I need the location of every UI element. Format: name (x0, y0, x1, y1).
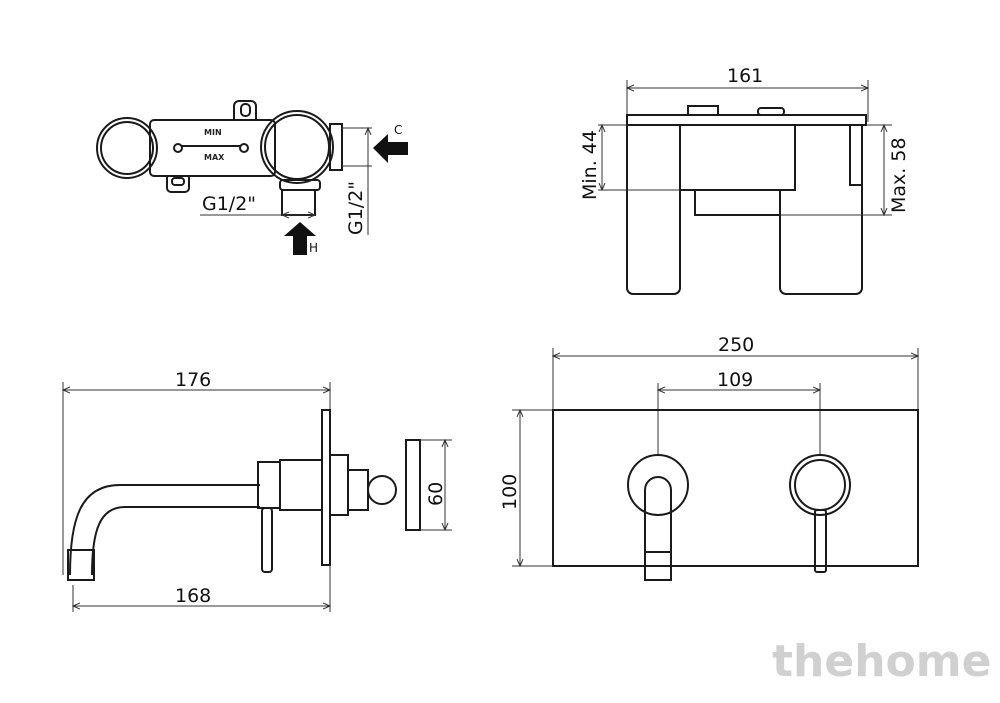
watermark: thehome (772, 636, 991, 687)
width-250: 250 (718, 334, 754, 356)
cold-inlet-arrow-icon (373, 134, 408, 163)
hot-label: H (309, 241, 318, 255)
max-label: MAX (204, 153, 225, 162)
valve-body-view: MIN MAX G1/2" G1/2" H C (96, 100, 408, 255)
min-depth: Min. 44 (579, 130, 601, 200)
length-168: 168 (175, 585, 211, 607)
cold-label: C (394, 123, 402, 137)
bottom-inlet-size: G1/2" (202, 193, 256, 215)
width-161: 161 (727, 65, 763, 87)
top-view: 161 Min. 44 Max. 58 (579, 65, 910, 295)
side-view: 176 60 168 (63, 369, 452, 612)
hot-inlet-arrow-icon (284, 222, 316, 255)
height-60: 60 (425, 482, 447, 506)
length-176: 176 (175, 369, 211, 391)
min-label: MIN (204, 128, 222, 137)
max-depth: Max. 58 (888, 137, 910, 213)
front-view: 250 109 100 (499, 334, 919, 581)
side-inlet-size: G1/2" (345, 181, 367, 235)
center-distance-109: 109 (717, 369, 753, 391)
height-100: 100 (499, 474, 521, 510)
